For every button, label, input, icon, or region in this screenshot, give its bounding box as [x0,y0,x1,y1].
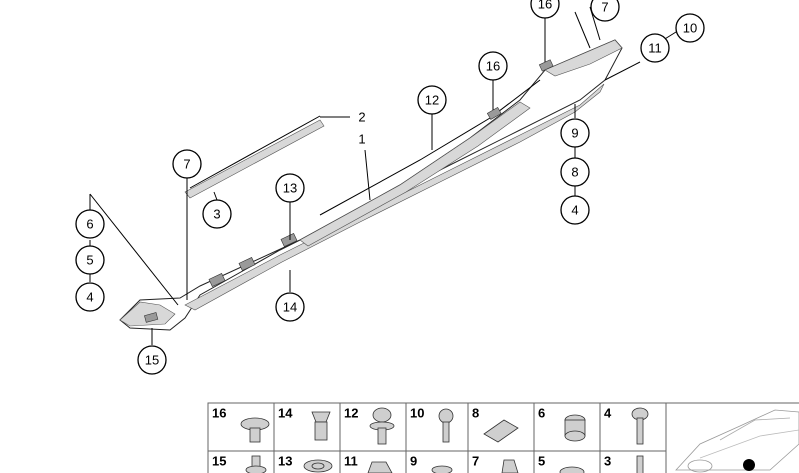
callout-6: 6 [75,209,105,239]
label-1: 1 [358,132,365,147]
leader-lines [89,6,677,345]
callout-9: 9 [560,118,590,148]
svg-text:6: 6 [86,217,93,232]
hardware-6-spacer [564,414,586,442]
callout-16-mid: 16 [478,51,508,81]
svg-text:12: 12 [425,93,439,108]
hardware-8-nut-plate [483,419,519,443]
callout-7-top: 7 [590,0,620,22]
svg-text:7: 7 [183,157,190,172]
hardware-15-clip [245,455,267,473]
table-num-10: 10 [410,406,424,421]
svg-text:11: 11 [648,41,662,56]
hardware-4-bolt [631,407,649,445]
svg-text:9: 9 [571,126,578,141]
svg-text:16: 16 [538,0,552,12]
parts-table: 16 14 12 10 8 6 4 15 13 11 9 7 5 3 [207,402,799,473]
trim-strip [184,115,325,199]
table-num-15: 15 [212,454,226,469]
table-num-4: 4 [604,406,612,421]
callout-8: 8 [560,157,590,187]
svg-text:4: 4 [86,290,93,305]
side-skirt-panel [119,39,623,331]
label-2: 2 [358,110,365,125]
callout-16-top: 16 [530,0,560,19]
callout-7-left: 7 [172,149,202,179]
callout-12: 12 [417,85,447,115]
callout-13: 13 [275,173,305,203]
callout-4-left: 4 [75,282,105,312]
callout-3: 3 [202,199,232,229]
hardware-7-cap [501,459,519,473]
svg-text:14: 14 [283,300,297,315]
hardware-16-push-clip [240,417,270,443]
svg-text:8: 8 [571,165,578,180]
callout-10: 10 [675,13,705,43]
table-num-13: 13 [278,454,292,469]
table-num-14: 14 [278,406,293,421]
svg-text:5: 5 [86,253,93,268]
callout-15: 15 [137,345,167,375]
hardware-11-bracket [367,461,393,473]
svg-text:16: 16 [486,59,500,74]
hardware-5-plug [559,466,585,473]
svg-text:3: 3 [213,207,220,222]
svg-text:15: 15 [145,353,159,368]
callout-5: 5 [75,245,105,275]
table-num-16: 16 [212,406,226,421]
hardware-9-washer [431,465,453,473]
callout-11: 11 [640,33,670,63]
table-num-8: 8 [472,406,479,421]
svg-text:7: 7 [601,0,608,15]
hardware-12-rivet [369,407,395,445]
table-num-3: 3 [604,454,611,469]
svg-text:13: 13 [283,181,297,196]
vehicle-thumbnail [675,409,799,473]
table-num-9: 9 [410,454,417,469]
callout-4-right: 4 [560,195,590,225]
svg-text:10: 10 [683,21,697,36]
callout-14: 14 [275,292,305,322]
hardware-3-pin [636,455,644,473]
hardware-14-fir-tree-clip [311,411,331,441]
table-num-7: 7 [472,454,479,469]
hardware-10-screw [438,408,454,443]
table-num-12: 12 [344,406,358,421]
hardware-13-grommet [303,459,333,473]
table-num-11: 11 [344,454,358,469]
table-num-5: 5 [538,454,545,469]
table-num-6: 6 [538,406,545,421]
svg-text:4: 4 [571,203,578,218]
